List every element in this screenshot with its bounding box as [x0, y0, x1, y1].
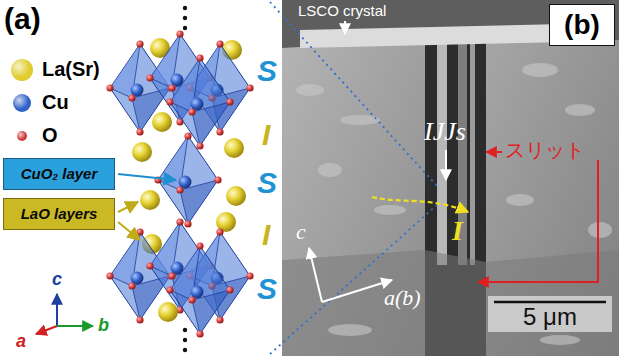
- panel-label-box: (b): [549, 4, 615, 46]
- axis-arrow: [322, 280, 392, 302]
- octahedron: [154, 132, 221, 227]
- axis-label: c: [296, 220, 306, 244]
- current-path: [372, 197, 468, 212]
- la-atom: [140, 190, 160, 210]
- layer-letter: S: [257, 54, 277, 87]
- node-text: (b): [564, 10, 600, 41]
- callout-label: IJJs: [424, 118, 466, 147]
- axis-arrow: [36, 326, 57, 334]
- legend-swatch: [17, 131, 27, 141]
- callout-label: スリット: [505, 139, 585, 161]
- leader-arrow: [118, 222, 140, 240]
- pointer-arrow: [486, 151, 502, 153]
- zoom-line: [270, 205, 437, 354]
- leader-arrow: [118, 202, 138, 212]
- axis-arrow: [57, 325, 93, 327]
- sem-image: [282, 0, 619, 356]
- layer-letter: I: [262, 218, 270, 251]
- layer-letter: S: [257, 272, 277, 305]
- scale-label: 5 μm: [523, 304, 577, 330]
- legend-swatch: [13, 94, 31, 112]
- leader-arrow: [118, 174, 176, 180]
- current-label: I: [452, 216, 463, 247]
- scale-bar: [494, 301, 606, 304]
- pointer-arrow: [445, 150, 447, 180]
- axis-arrow: [309, 248, 322, 302]
- axis-arrow: [56, 294, 58, 326]
- layer-box: LaO layers: [3, 198, 115, 230]
- axis-label: a: [16, 332, 26, 352]
- axis-label: a(b): [384, 286, 421, 310]
- layer-letter: I: [262, 118, 270, 151]
- layer-box: CuO₂ layer: [3, 158, 115, 190]
- panel-label: (a): [4, 2, 41, 35]
- layer-letter: S: [257, 166, 277, 199]
- pointer-arrow: [478, 160, 598, 282]
- scale-ground: [488, 296, 612, 332]
- octahedron: [166, 242, 233, 337]
- axis-label: b: [98, 316, 109, 336]
- crystal-structure: [106, 6, 253, 352]
- zoom-line: [270, 2, 437, 186]
- la-atom: [158, 302, 178, 322]
- node-text: LaO layers: [21, 206, 98, 223]
- callout-label: LSCO crystal: [298, 3, 386, 20]
- la-atom: [132, 142, 152, 162]
- la-atom: [224, 138, 244, 158]
- legend-text: La(Sr): [42, 58, 100, 80]
- la-atom: [152, 112, 172, 132]
- node-text: CuO₂ layer: [21, 166, 98, 183]
- la-atom: [226, 186, 246, 206]
- legend-text: O: [42, 124, 58, 146]
- axis-label: c: [52, 270, 62, 290]
- legend-swatch: [11, 59, 33, 81]
- octahedron: [166, 54, 233, 149]
- legend-text: Cu: [42, 91, 69, 113]
- pointer-arrow: [344, 21, 346, 34]
